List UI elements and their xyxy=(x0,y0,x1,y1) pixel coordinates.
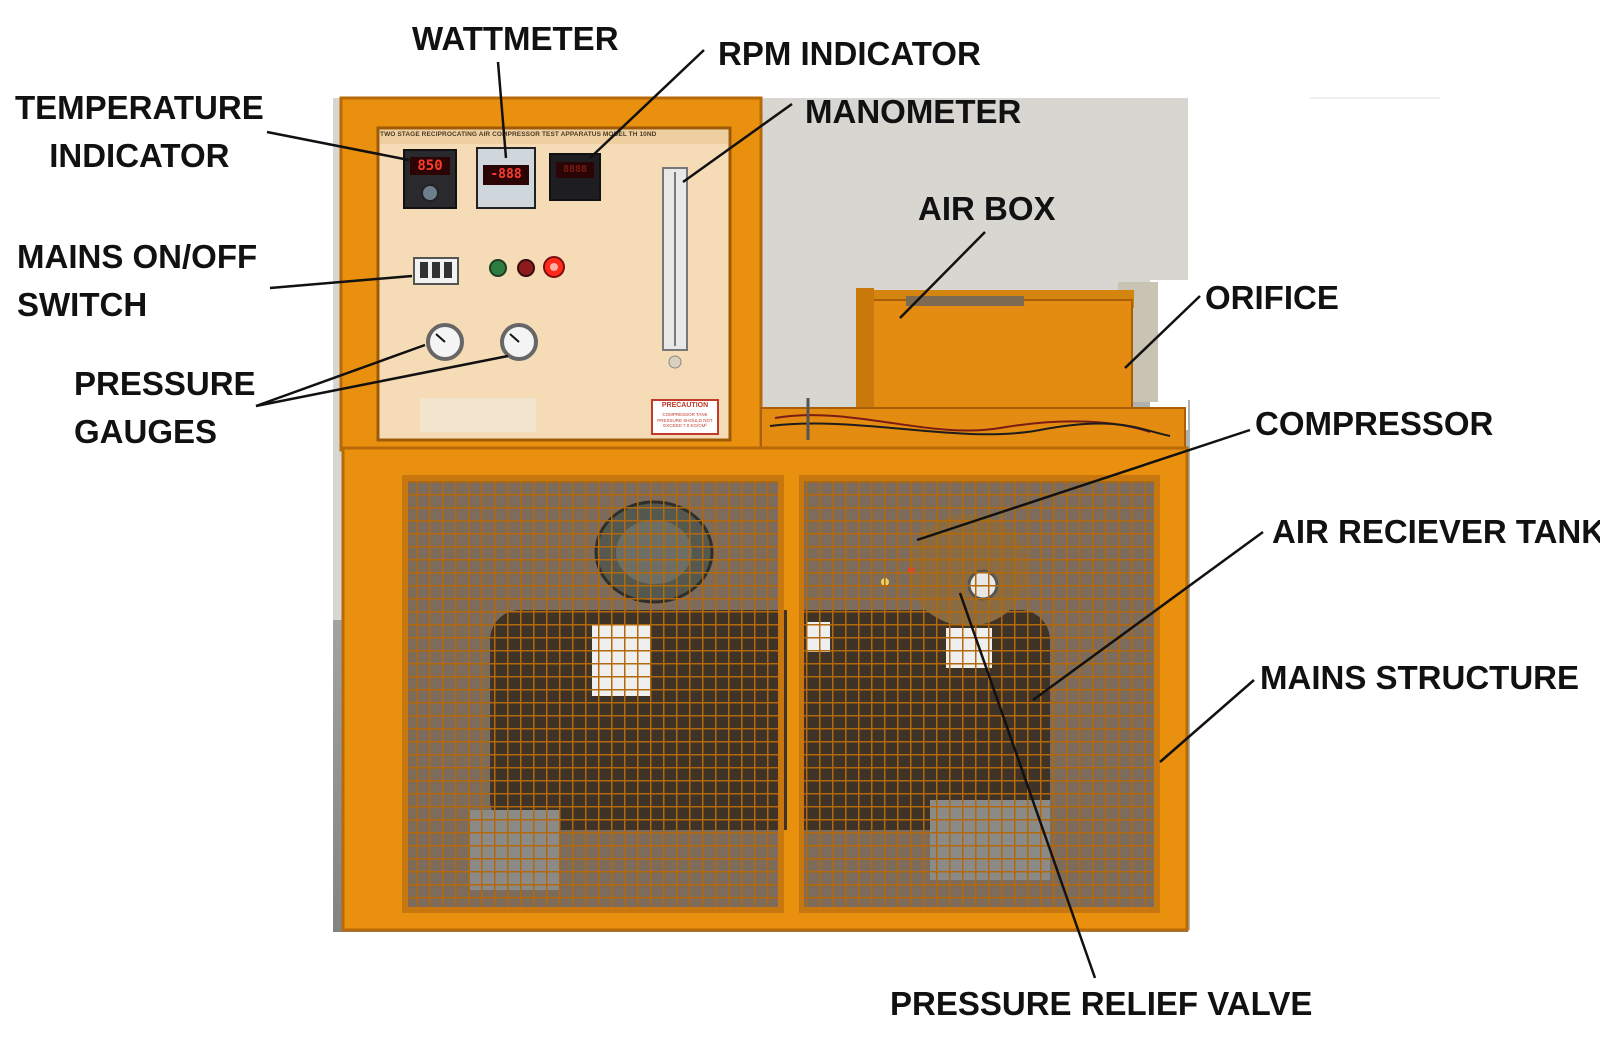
indicator-lamps xyxy=(489,256,565,278)
precaution-title: PRECAUTION xyxy=(661,402,709,409)
label-air-box: AIR BOX xyxy=(918,190,1056,227)
label-compressor: COMPRESSOR xyxy=(1255,405,1494,442)
label-pressure-gauges: PRESSURE GAUGES xyxy=(74,365,256,450)
leader-mains-structure xyxy=(1159,679,1255,763)
label-air-receiver-tank: AIR RECIEVER TANK xyxy=(1272,513,1600,550)
leader-temperature-indicator xyxy=(266,130,410,162)
wattmeter-meter xyxy=(476,147,536,209)
leader-rpm-indicator xyxy=(589,49,705,159)
temperature-reading: 850 xyxy=(417,158,443,174)
mesh-doors xyxy=(402,470,1160,918)
leader-pressure-gauge-1 xyxy=(255,343,426,408)
label-temperature-indicator: TEMPERATURE INDICATOR xyxy=(15,89,264,174)
air-box xyxy=(856,288,1134,409)
manometer-tube xyxy=(662,167,688,369)
leader-mains-switch xyxy=(269,274,413,290)
leader-pressure-gauge-2 xyxy=(255,354,509,408)
leader-orifice xyxy=(1124,295,1201,369)
label-manometer: MANOMETER xyxy=(805,93,1022,130)
pressure-gauge-1 xyxy=(426,323,464,361)
panel-title: TWO STAGE RECIPROCATING AIR COMPRESSOR T… xyxy=(380,131,657,138)
label-wattmeter: WATTMETER xyxy=(412,20,619,57)
leader-pressure-relief-valve xyxy=(958,592,1097,979)
blank-plate xyxy=(420,398,536,432)
label-mains-structure: MAINS STRUCTURE xyxy=(1260,659,1579,696)
precaution-plate xyxy=(651,399,719,435)
mains-switch-block xyxy=(413,257,459,285)
wattmeter-reading: -888 xyxy=(490,167,522,182)
label-rpm-indicator: RPM INDICATOR xyxy=(718,35,981,72)
leader-air-receiver-tank xyxy=(1032,530,1264,702)
rpm-reading: 8888 xyxy=(562,164,588,175)
rpm-indicator-meter xyxy=(549,153,601,201)
temperature-indicator-meter xyxy=(403,149,457,209)
leader-manometer xyxy=(682,102,793,184)
leader-wattmeter xyxy=(496,61,508,159)
label-orifice: ORIFICE xyxy=(1205,279,1339,316)
pressure-gauge-2 xyxy=(500,323,538,361)
precaution-text: COMPRESSOR TANK PRESSURE SHOULD NOT EXCE… xyxy=(657,412,713,428)
label-mains-switch: MAINS ON/OFF SWITCH xyxy=(17,238,258,323)
leader-compressor xyxy=(916,428,1251,542)
leader-air-box xyxy=(899,231,986,319)
label-pressure-relief-valve: PRESSURE RELIEF VALVE xyxy=(890,985,1313,1022)
